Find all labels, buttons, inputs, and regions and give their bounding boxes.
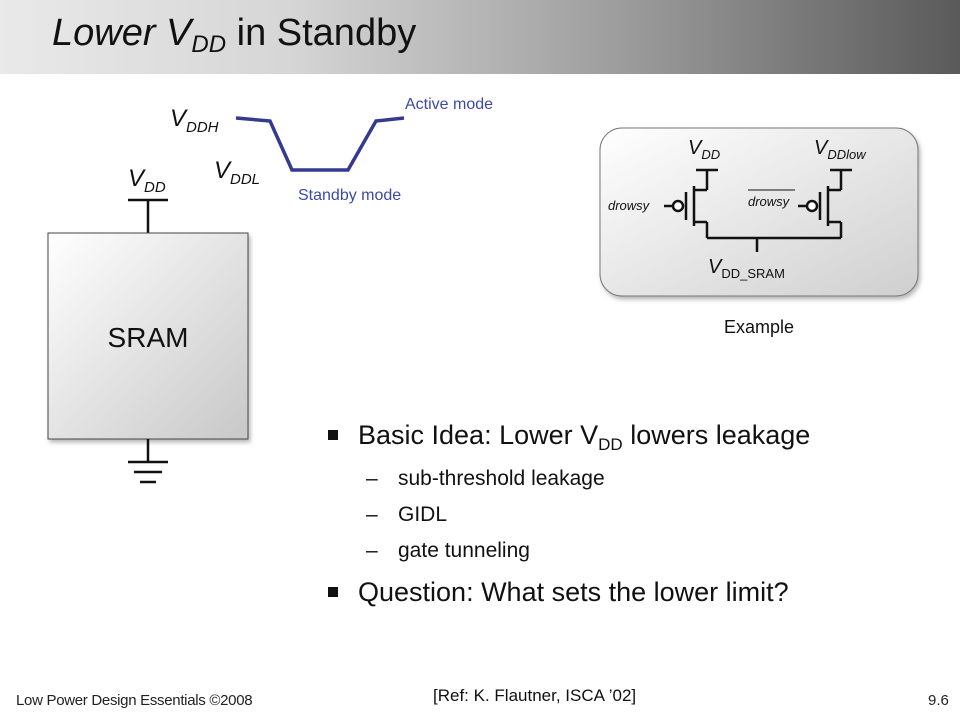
sub-bullet: –GIDL	[366, 503, 448, 526]
slide-title: Lower VDD in Standby	[52, 12, 417, 58]
bullet-list: Basic Idea: Lower VDD lowers leakage –su…	[326, 420, 946, 614]
bullet-question: Question: What sets the lower limit?	[326, 577, 946, 608]
sub-bullet: –sub-threshold leakage	[366, 467, 605, 490]
example-vddlow-label: VDDlow	[814, 137, 867, 162]
vdd-sram-label: VDD_SRAM	[708, 256, 785, 281]
bullet-marker	[328, 587, 338, 597]
vddh-label: VDDH	[170, 105, 219, 136]
left-transistor	[664, 168, 718, 238]
example-vdd-label: VDD	[688, 137, 720, 162]
standby-mode-label: Standby mode	[298, 187, 401, 204]
ground-icon	[128, 460, 168, 484]
sram-vdd-label: VDD	[128, 165, 166, 196]
left-gate-bubble	[671, 199, 685, 213]
footer-course: Low Power Design Essentials ©2008	[16, 692, 253, 709]
bullet-basic-idea: Basic Idea: Lower VDD lowers leakage	[326, 420, 946, 455]
sram-block	[47, 232, 249, 440]
right-transistor	[798, 168, 852, 238]
title-band	[0, 0, 960, 74]
drowsy-left-label: drowsy	[608, 198, 651, 213]
drowsy-right-label: drowsy	[748, 194, 791, 209]
slide-number: 9.6	[928, 692, 949, 709]
example-caption: Example	[724, 317, 794, 337]
vddl-label: VDDL	[214, 157, 260, 188]
vdd-waveform	[235, 116, 405, 172]
sub-bullet: –gate tunneling	[366, 539, 530, 562]
vdd-sram-rail	[707, 236, 841, 252]
sram-label: SRAM	[108, 322, 189, 353]
right-gate-bubble	[805, 199, 819, 213]
bullet-marker	[328, 430, 338, 440]
footer-reference: [Ref: K. Flautner, ISCA ’02]	[433, 686, 637, 705]
active-mode-label: Active mode	[405, 96, 493, 113]
